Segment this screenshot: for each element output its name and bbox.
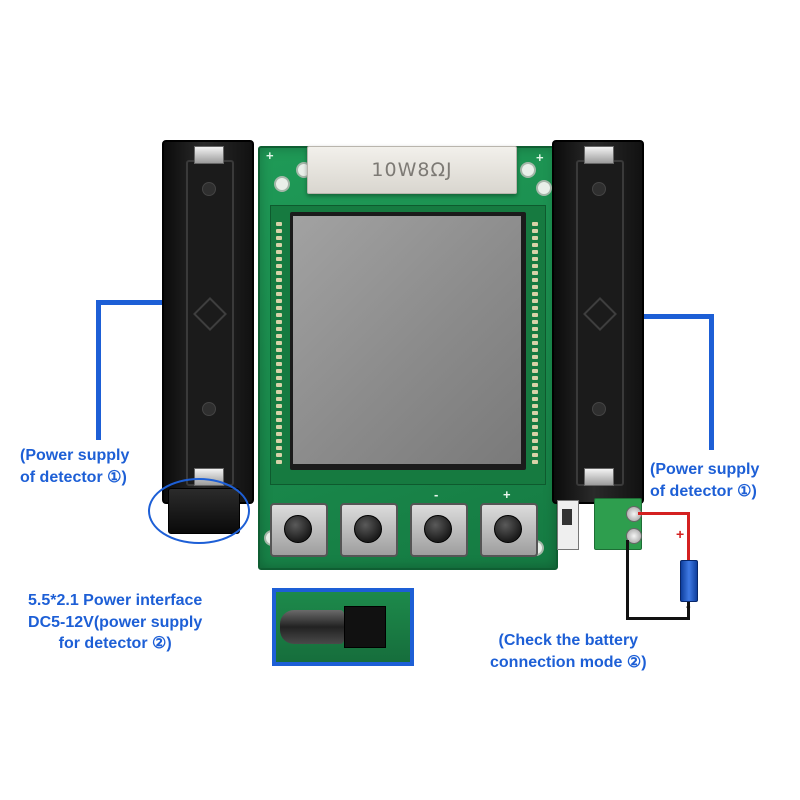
- board-button-plus: [480, 503, 538, 557]
- red-cable-vertical: [687, 512, 690, 562]
- battery-slot: [576, 160, 624, 486]
- terminal-screw-bottom: [626, 528, 642, 544]
- dc-socket: [344, 606, 386, 648]
- lcd-screen: [293, 216, 521, 464]
- right-supply-wire-vertical: [709, 314, 714, 450]
- black-cable-vertical: [626, 540, 629, 620]
- label-battery-check: (Check the battery connection mode ②): [490, 630, 647, 673]
- pcb-plus-mark-left: +: [266, 148, 274, 163]
- red-cable-horizontal: [638, 512, 690, 515]
- battery-contact-top: [194, 146, 224, 164]
- label-line: of detector ①): [650, 482, 757, 500]
- mounting-hole: [520, 162, 536, 178]
- battery-contact-top: [584, 146, 614, 164]
- label-line: (Check the battery: [498, 632, 639, 649]
- cell-minus-mark: -: [686, 598, 691, 614]
- label-line: of detector ①): [20, 468, 127, 486]
- dc-plug: [280, 610, 344, 644]
- battery-contact-bottom: [584, 468, 614, 486]
- black-cable-horizontal: [626, 617, 690, 620]
- label-line: (Power supply: [20, 447, 130, 464]
- mounting-hole: [536, 180, 552, 196]
- holder-rivet: [592, 182, 606, 196]
- holder-rivet: [202, 402, 216, 416]
- label-line: connection mode ②): [490, 653, 647, 671]
- dc-jack-highlight-ring: [148, 478, 250, 544]
- minus-silkscreen: -: [434, 487, 439, 502]
- holder-rivet: [592, 402, 606, 416]
- slide-switch: [557, 500, 579, 550]
- button-cap: [494, 515, 522, 543]
- label-left-power-supply: (Power supply of detector ①): [20, 445, 129, 488]
- label-right-power-supply: (Power supply of detector ①): [650, 459, 759, 502]
- load-resistor: 10W8ΩJ: [307, 146, 517, 194]
- switch-knob: [562, 509, 572, 525]
- lcd-pin-row-left: [276, 222, 282, 467]
- label-line: DC5-12V(power supply: [28, 613, 203, 631]
- battery-holder-right: [552, 140, 644, 504]
- pcb-plus-mark-right: +: [536, 150, 544, 165]
- button-cap: [284, 515, 312, 543]
- resistor-marking: 10W8ΩJ: [371, 159, 453, 181]
- plus-silkscreen: +: [503, 487, 511, 502]
- board-button-2: [340, 503, 398, 557]
- label-line: for detector ②): [58, 635, 172, 653]
- button-cap: [354, 515, 382, 543]
- battery-cell-icon: [680, 560, 698, 602]
- black-cable-riser: [687, 598, 690, 620]
- mounting-hole: [274, 176, 290, 192]
- label-power-interface: 5.5*2.1 Power interface DC5-12V(power su…: [28, 590, 202, 655]
- battery-holder-left: [162, 140, 254, 504]
- label-line: (Power supply: [650, 461, 760, 478]
- board-button-1: [270, 503, 328, 557]
- right-supply-wire-horizontal: [640, 314, 714, 319]
- left-supply-wire-vertical: [96, 300, 101, 440]
- cell-plus-mark: +: [676, 526, 685, 542]
- board-button-minus: [410, 503, 468, 557]
- lcd-pin-row-right: [532, 222, 538, 467]
- button-cap: [424, 515, 452, 543]
- dc-jack-inset-photo: [272, 588, 414, 666]
- left-supply-wire-horizontal: [96, 300, 166, 305]
- label-line: 5.5*2.1 Power interface: [28, 592, 203, 609]
- holder-rivet: [202, 182, 216, 196]
